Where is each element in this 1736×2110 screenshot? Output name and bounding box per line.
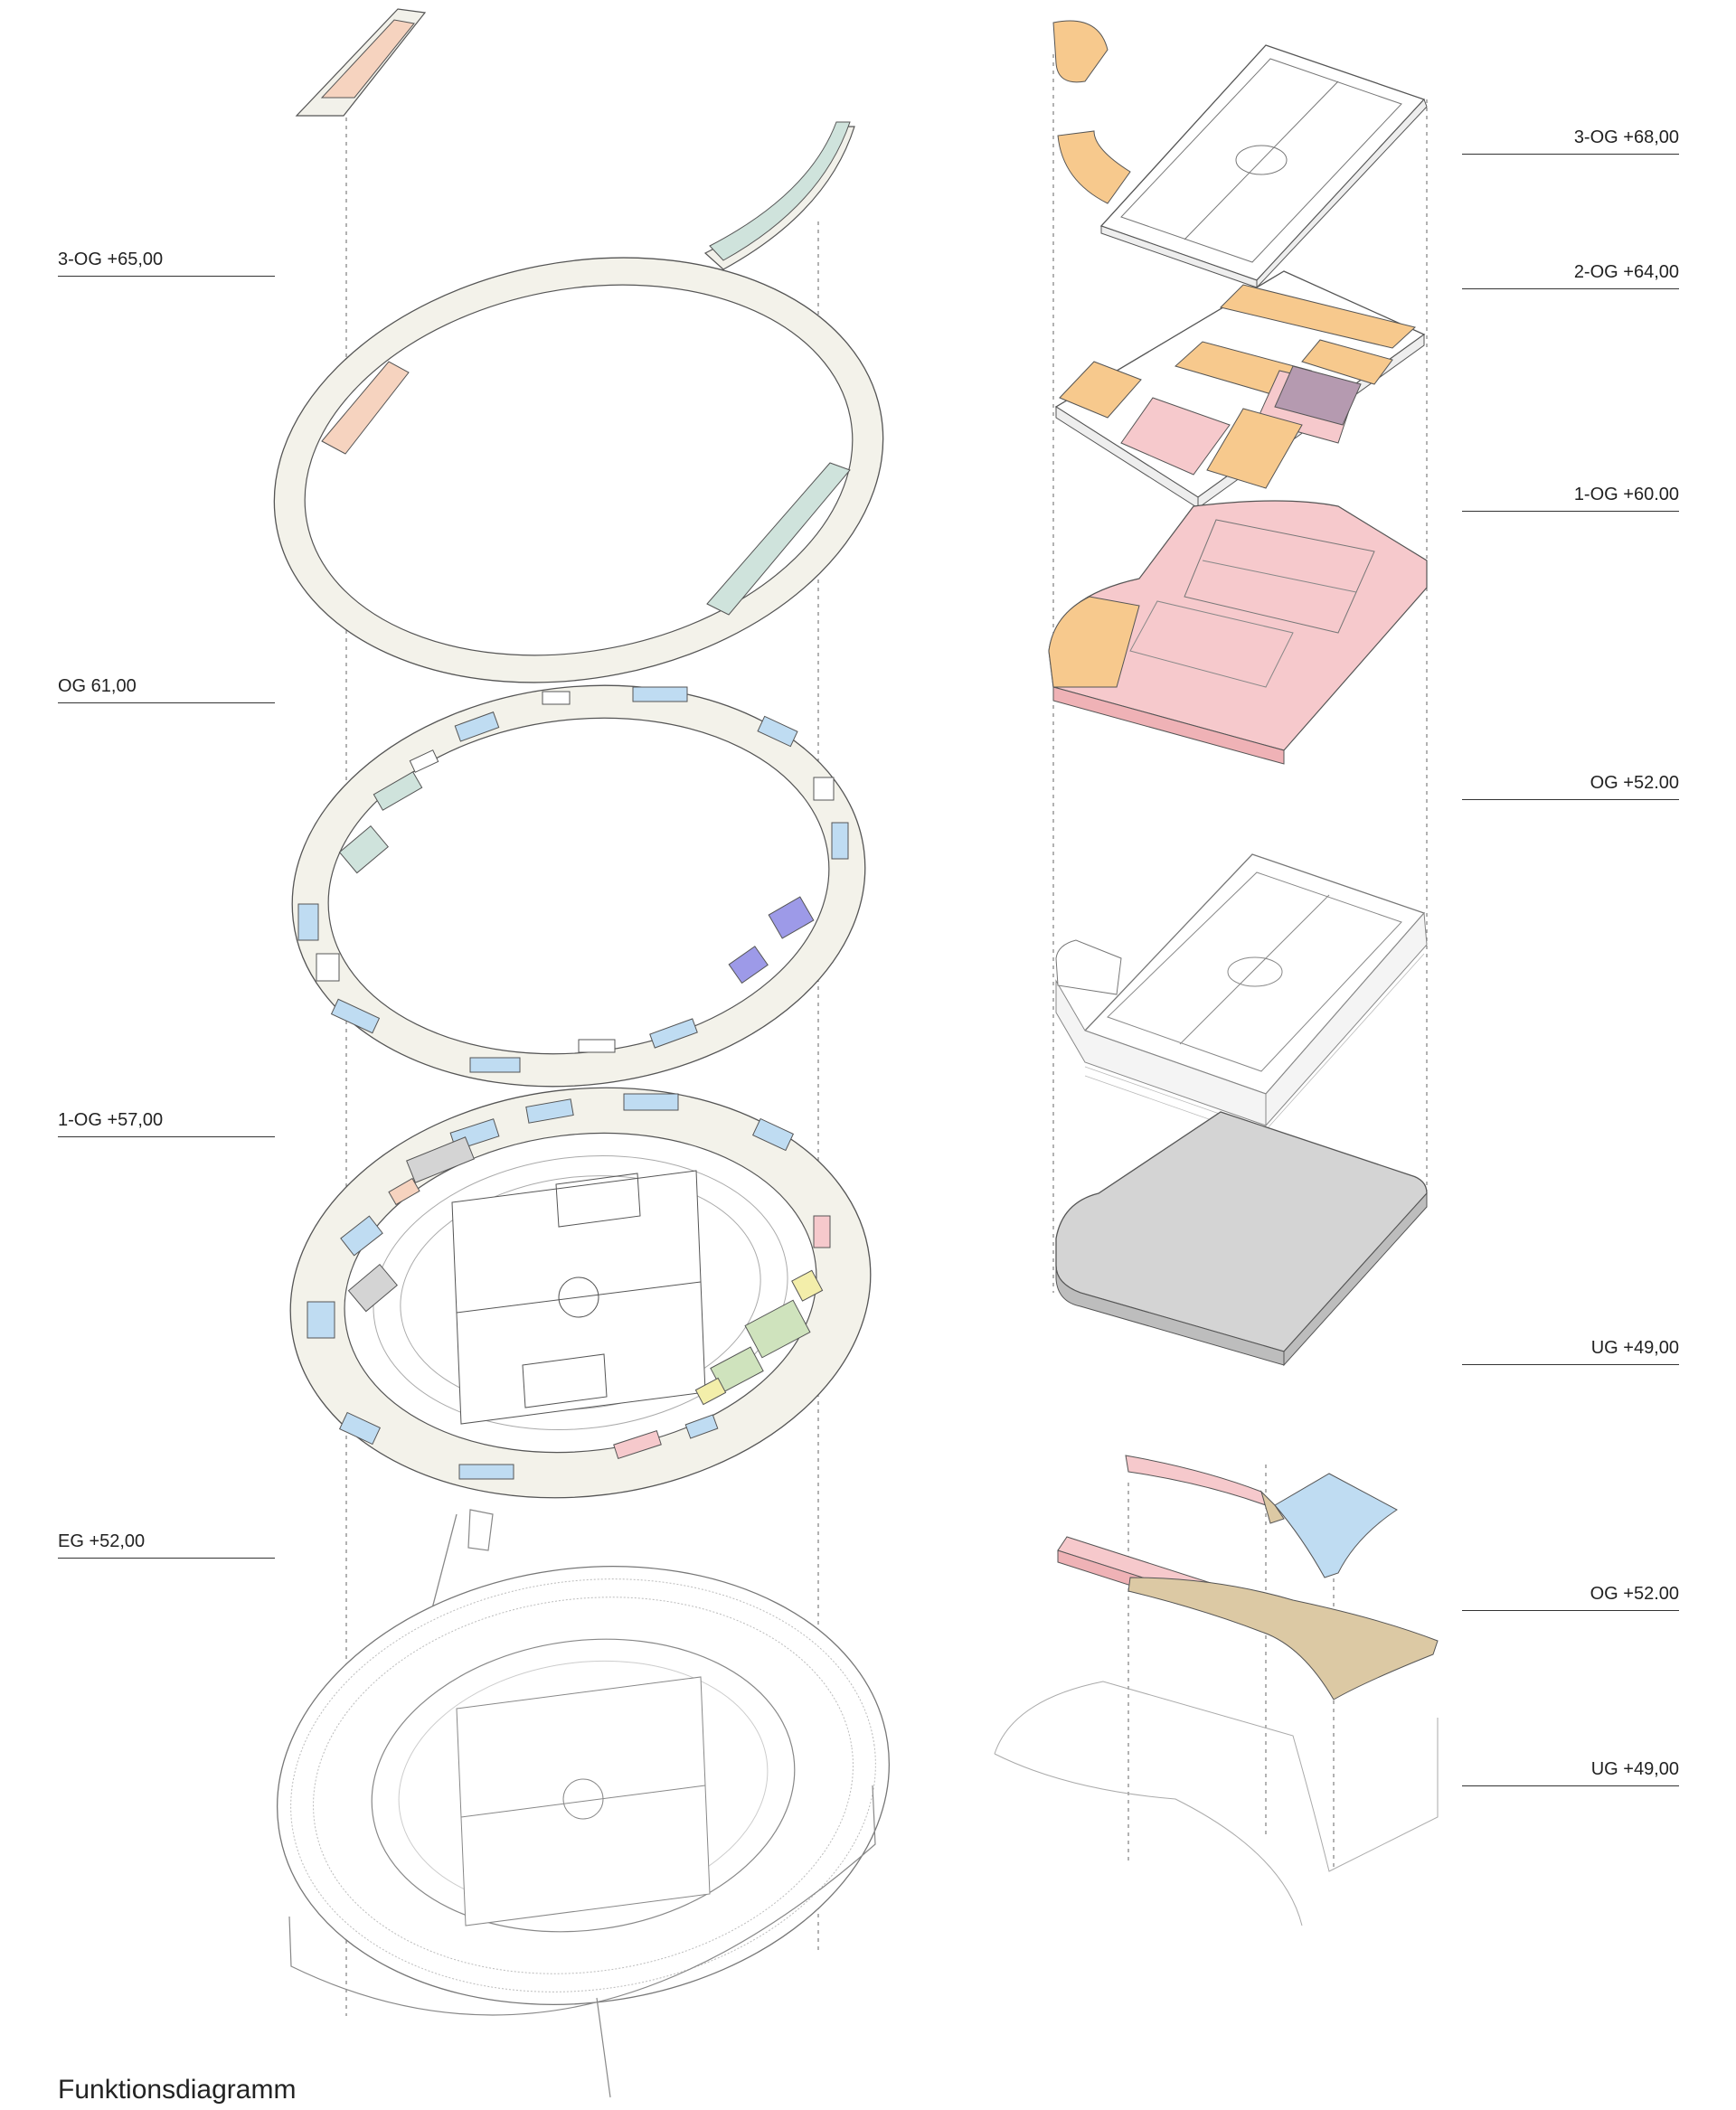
level-label-right: 3-OG +68,00 bbox=[1462, 127, 1679, 155]
level-label-left: 1-OG +57,00 bbox=[58, 1110, 275, 1137]
block-og-52-pitch bbox=[1055, 853, 1428, 1140]
upper-balcony-west bbox=[295, 8, 427, 117]
lower-fragment bbox=[994, 1455, 1439, 1926]
level-label-left: EG +52,00 bbox=[58, 1531, 275, 1559]
level-label-right: UG +49,00 bbox=[1462, 1338, 1679, 1365]
level-label-right: UG +49,00 bbox=[1462, 1759, 1679, 1786]
upper-balcony-east bbox=[703, 121, 855, 270]
ring-3og bbox=[273, 257, 884, 683]
slab-2og bbox=[1054, 270, 1426, 509]
stadium-eg bbox=[277, 1509, 890, 2098]
slab-ug-grey bbox=[1055, 1111, 1428, 1367]
diagram-title: Funktionsdiagramm bbox=[58, 2075, 297, 2105]
level-label-right: OG +52.00 bbox=[1462, 773, 1679, 800]
level-label-right: 1-OG +60.00 bbox=[1462, 485, 1679, 512]
level-label-right: OG +52.00 bbox=[1462, 1584, 1679, 1611]
ring-og-61 bbox=[291, 684, 866, 1088]
slab-1og-hall bbox=[1048, 500, 1428, 765]
level-label-left: OG 61,00 bbox=[58, 676, 275, 703]
level-label-right: 2-OG +64,00 bbox=[1462, 262, 1679, 289]
slab-3og-pitch bbox=[1052, 20, 1428, 289]
bowl-1og bbox=[289, 1087, 872, 1499]
level-label-left: 3-OG +65,00 bbox=[58, 250, 275, 277]
